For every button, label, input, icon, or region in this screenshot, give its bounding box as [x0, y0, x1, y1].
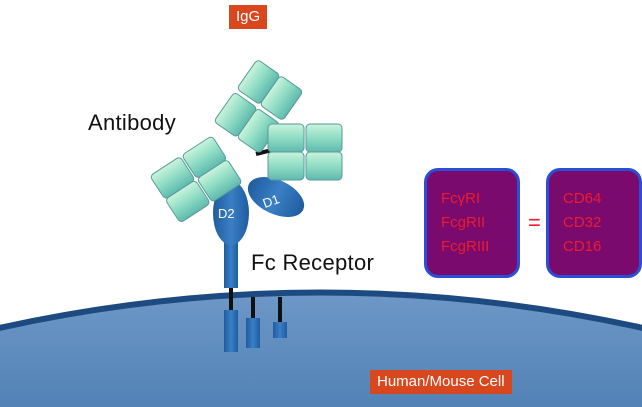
domain-d2	[213, 181, 249, 245]
fc-receptor-label: Fc Receptor	[251, 250, 375, 275]
cell-tag: Human/Mouse Cell	[370, 370, 512, 394]
fc-receptor: D2 D1	[213, 177, 305, 352]
receptor-name: FcγRI	[441, 190, 481, 207]
equals-sign: =	[528, 210, 541, 235]
cd-name: CD32	[563, 214, 602, 231]
receptor-names-box: FcγRI FcgRII FcgRIII	[424, 168, 520, 278]
antibody-label: Antibody	[88, 110, 177, 135]
receptor-name: FcgRIII	[441, 238, 490, 255]
receptor-name: FcgRII	[441, 214, 486, 231]
igg-tag: IgG	[229, 5, 268, 29]
domain-d1-label: D1	[261, 191, 282, 211]
domain-d1	[247, 177, 305, 217]
cd-name: CD64	[563, 190, 602, 207]
cd-names-box: CD64 CD32 CD16	[546, 168, 642, 278]
minor-receptors	[246, 297, 287, 348]
antibody-fab-right	[267, 123, 343, 181]
cd-name: CD16	[563, 238, 602, 255]
domain-d2-label: D2	[218, 206, 235, 221]
cell-membrane	[0, 289, 642, 331]
